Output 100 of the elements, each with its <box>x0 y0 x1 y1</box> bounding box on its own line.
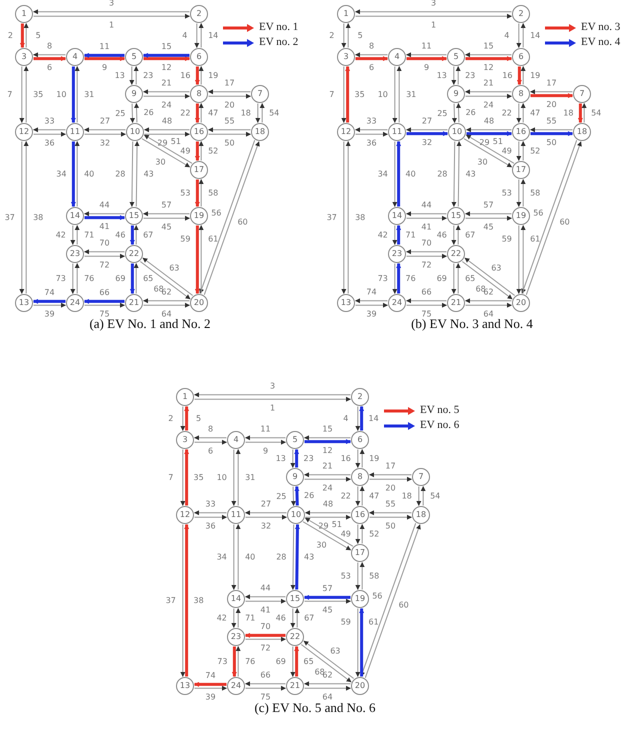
arrow <box>406 249 447 254</box>
arrow <box>208 89 251 94</box>
legend-text: EV no. 4 <box>581 36 620 48</box>
arrow <box>530 89 573 94</box>
arrow <box>304 686 351 691</box>
node-circle: 14 <box>388 207 406 225</box>
link-number: 56 <box>372 591 382 600</box>
link-number: 30 <box>477 157 488 166</box>
arrow <box>84 56 125 62</box>
link-number: 12 <box>161 63 172 72</box>
arrow <box>516 179 522 207</box>
arrow <box>19 66 24 123</box>
link-number: 70 <box>421 238 432 248</box>
arrow <box>33 52 66 58</box>
link-number: 49 <box>180 146 190 156</box>
arrow <box>396 225 402 244</box>
node-circle: 3 <box>337 48 355 66</box>
arrow <box>360 524 365 544</box>
link-number: 69 <box>276 657 286 666</box>
arrow <box>355 562 360 590</box>
arrow <box>369 510 412 516</box>
arrow <box>236 646 241 677</box>
link-number: 64 <box>161 310 172 319</box>
link-number: 19 <box>208 71 218 80</box>
arrow <box>143 302 190 308</box>
arrow <box>355 9 512 14</box>
link-number: 5 <box>36 31 41 40</box>
arrow <box>406 52 447 58</box>
arrow <box>134 225 139 245</box>
arrow <box>245 681 286 686</box>
arrow <box>84 298 124 304</box>
link-number: 52 <box>369 530 380 538</box>
arrow <box>129 141 134 207</box>
link-number: 42 <box>378 230 388 240</box>
link-number: 9 <box>262 446 268 456</box>
link-number: 42 <box>216 614 227 622</box>
arrow <box>24 66 29 123</box>
arrow <box>24 23 29 48</box>
arrow <box>465 94 512 99</box>
link-number: 1 <box>108 20 114 30</box>
arrow <box>231 449 236 506</box>
link-number: 50 <box>385 522 396 531</box>
node-circle: 7 <box>251 85 269 103</box>
arrow <box>456 263 461 294</box>
arrow <box>355 608 360 677</box>
link-number: 8 <box>368 41 374 50</box>
link-number: 28 <box>437 169 448 178</box>
link-number: 25 <box>437 108 448 118</box>
link-number: 14 <box>368 414 379 423</box>
arrow <box>19 141 24 294</box>
link-number: 58 <box>369 572 380 580</box>
arrow <box>194 514 227 520</box>
arrow <box>406 254 447 259</box>
link-number: 24 <box>483 100 494 110</box>
link-number: 45 <box>322 606 333 615</box>
arrow <box>231 524 236 590</box>
arrow <box>33 14 190 19</box>
link-number: 3 <box>270 381 276 390</box>
link-number: 49 <box>502 146 512 156</box>
arrow <box>194 510 227 516</box>
link-number: 8 <box>46 41 52 50</box>
arrow <box>260 103 265 123</box>
link-number: 60 <box>560 218 570 227</box>
node-circle: 1 <box>15 5 33 23</box>
arrow <box>74 141 80 207</box>
link-number: 73 <box>378 274 388 283</box>
link-number: 10 <box>378 90 388 99</box>
arrow <box>360 449 365 468</box>
arrow <box>396 66 402 123</box>
link-number: 33 <box>366 116 377 126</box>
arrow <box>355 52 388 58</box>
arrow <box>194 104 200 123</box>
arrow <box>290 486 296 506</box>
node-circle: 10 <box>448 123 466 141</box>
arrow <box>84 127 126 132</box>
arrow <box>465 216 512 221</box>
node-circle: 7 <box>412 468 430 486</box>
arrow <box>208 132 251 137</box>
link-number: 33 <box>205 499 216 508</box>
arrow <box>144 56 190 62</box>
arrow <box>356 56 388 62</box>
arrow <box>290 646 296 677</box>
link-number: 17 <box>224 78 235 88</box>
link-number: 43 <box>304 552 314 562</box>
arrow <box>245 514 287 520</box>
link-number: 18 <box>402 492 412 500</box>
link-number: 52 <box>530 146 540 156</box>
arrow <box>245 636 286 642</box>
link-number: 47 <box>208 108 218 118</box>
node-circle: 16 <box>190 123 208 141</box>
link-number: 38 <box>194 596 204 605</box>
arrow <box>360 562 365 590</box>
link-number: 14 <box>530 31 540 40</box>
link-number: 75 <box>260 692 271 702</box>
arrow <box>194 66 200 85</box>
arrow <box>24 141 29 294</box>
arrow <box>194 142 200 161</box>
arrow <box>465 52 512 58</box>
link-number: 45 <box>483 222 494 232</box>
link-number: 4 <box>182 31 188 40</box>
